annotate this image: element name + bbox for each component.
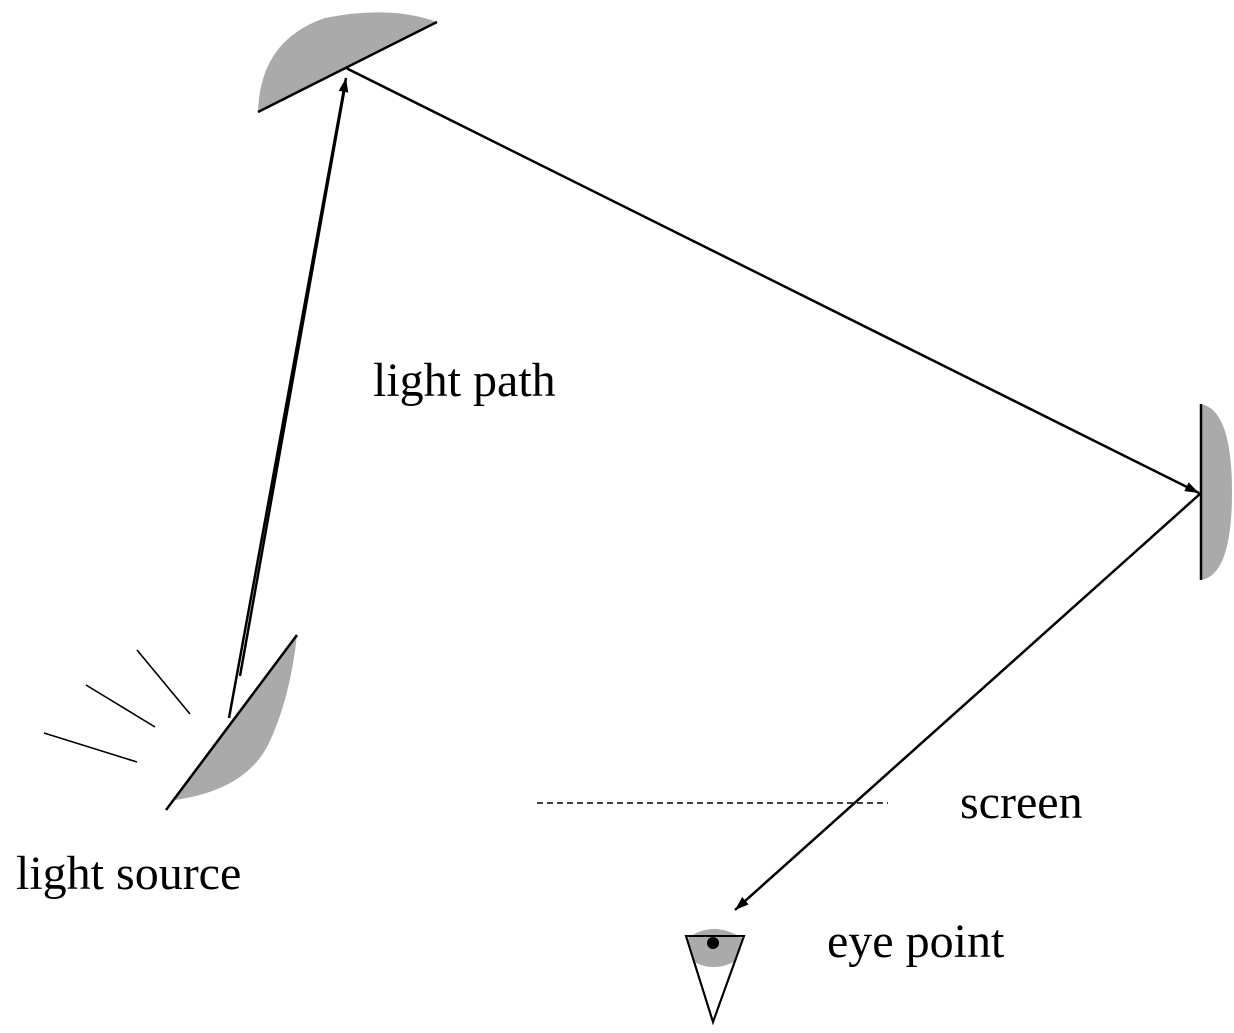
ray-source-to-top-mirror-shaft: [238, 91, 346, 677]
light-source-reflector: [164, 634, 299, 811]
light-emission-rays: [43, 649, 191, 763]
eye-point-label: eye point: [827, 915, 1005, 968]
ray-top-mirror-to-right-mirror: [345, 66, 1200, 495]
light-source-label: light source: [16, 847, 241, 900]
screen-label: screen: [960, 776, 1083, 829]
top-mirror: [257, 12, 438, 114]
right-mirror: [1199, 404, 1232, 580]
ray-right-mirror-to-eye: [734, 492, 1202, 911]
light-path-label: light path: [373, 354, 556, 407]
eye-icon: [684, 929, 746, 1026]
